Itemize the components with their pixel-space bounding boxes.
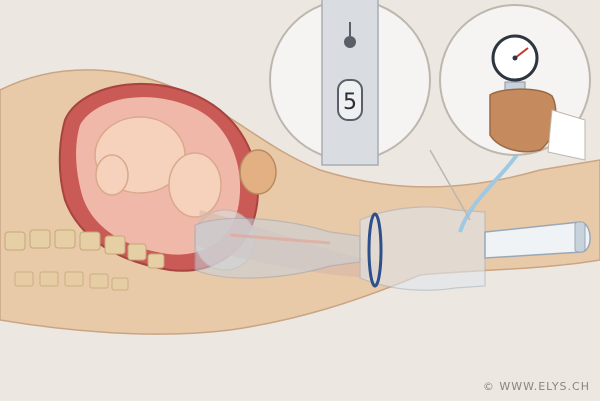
detail-circle-marker: 5 [269,0,431,166]
spine [4,229,165,291]
connector-line [429,149,471,221]
instrument-strap [367,212,383,288]
detail-circle-gauge [439,4,591,161]
fetus-arm [95,154,129,196]
hand [489,88,557,153]
organ [239,149,277,195]
sleeve-cuff [547,109,586,161]
fetus-leg [168,152,222,218]
instrument-sleeve [359,206,486,291]
vacuum-cup-highlight [229,233,331,245]
credit-text: © WWW.ELYS.CH [482,380,590,393]
handle-cap [574,221,586,253]
gauge-digit: 5 [343,90,357,115]
